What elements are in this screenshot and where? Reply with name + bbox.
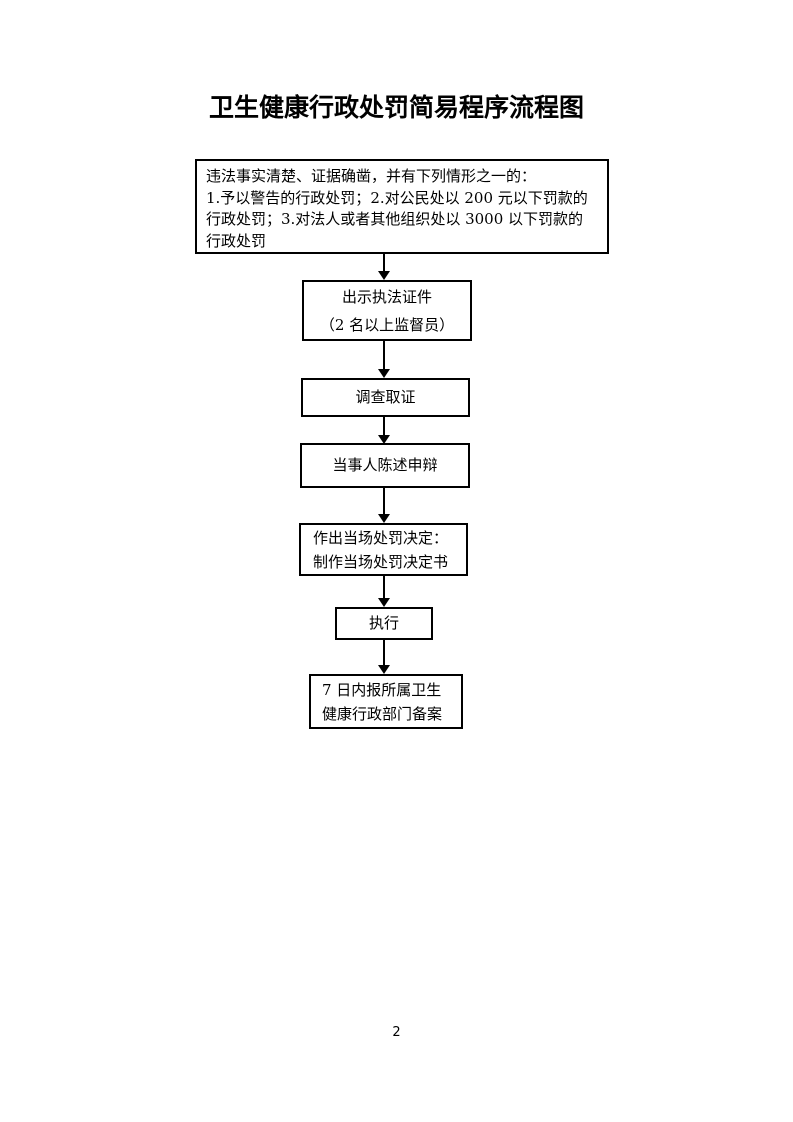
node-text-line: 行政处罚 <box>206 231 267 250</box>
arrow-head-icon <box>377 369 390 378</box>
node-text-line: 健康行政部门备案 <box>322 704 443 723</box>
flow-node-show-credentials: 出示执法证件 （2 名以上监督员） <box>302 280 472 341</box>
arrow-stem <box>382 254 385 273</box>
node-text-line: 行政处罚；3.对法人或者其他组织处以 3000 以下罚款的 <box>206 210 584 228</box>
node-text-line: 调查取证 <box>355 387 416 406</box>
node-text-line: 制作当场处罚决定书 <box>313 552 449 571</box>
flow-arrow-down <box>377 254 390 280</box>
flow-arrow-down <box>377 576 390 607</box>
node-text-line: 1.予以警告的行政处罚；2.对公民处以 200 元以下罚款的 <box>206 188 588 207</box>
flow-node-conditions: 违法事实清楚、证据确凿，并有下列情形之一的： 1.予以警告的行政处罚；2.对公民… <box>195 159 609 254</box>
arrow-head-icon <box>377 435 390 444</box>
flow-node-party-statement: 当事人陈述申辩 <box>300 443 470 488</box>
arrow-stem <box>382 576 385 600</box>
flow-node-report-record: 7 日内报所属卫生 健康行政部门备案 <box>309 674 463 729</box>
node-text-line: 违法事实清楚、证据确凿，并有下列情形之一的： <box>206 167 537 185</box>
arrow-stem <box>382 417 385 437</box>
page-title: 卫生健康行政处罚简易程序流程图 <box>208 93 584 122</box>
node-text-line: 作出当场处罚决定： <box>313 528 449 547</box>
flow-node-execution: 执行 <box>335 607 433 640</box>
arrow-stem <box>382 640 385 667</box>
arrow-head-icon <box>377 514 390 523</box>
node-text-line: 7 日内报所属卫生 <box>322 680 442 699</box>
node-text-line: 出示执法证件 <box>341 287 432 306</box>
arrow-head-icon <box>377 598 390 607</box>
flow-arrow-down <box>377 488 390 523</box>
flow-node-investigation: 调查取证 <box>301 378 470 417</box>
arrow-head-icon <box>377 665 390 674</box>
node-text-line: 执行 <box>368 613 399 632</box>
arrow-stem <box>382 488 385 516</box>
flow-node-onsite-decision: 作出当场处罚决定： 制作当场处罚决定书 <box>299 523 468 576</box>
arrow-stem <box>382 341 385 371</box>
flow-arrow-down <box>377 417 390 444</box>
flow-arrow-down <box>377 640 390 674</box>
flow-arrow-down <box>377 341 390 378</box>
node-text-line: （2 名以上监督员） <box>319 315 455 334</box>
arrow-head-icon <box>377 271 390 280</box>
page-number: 2 <box>392 1025 401 1040</box>
node-text-line: 当事人陈述申辩 <box>332 455 438 474</box>
